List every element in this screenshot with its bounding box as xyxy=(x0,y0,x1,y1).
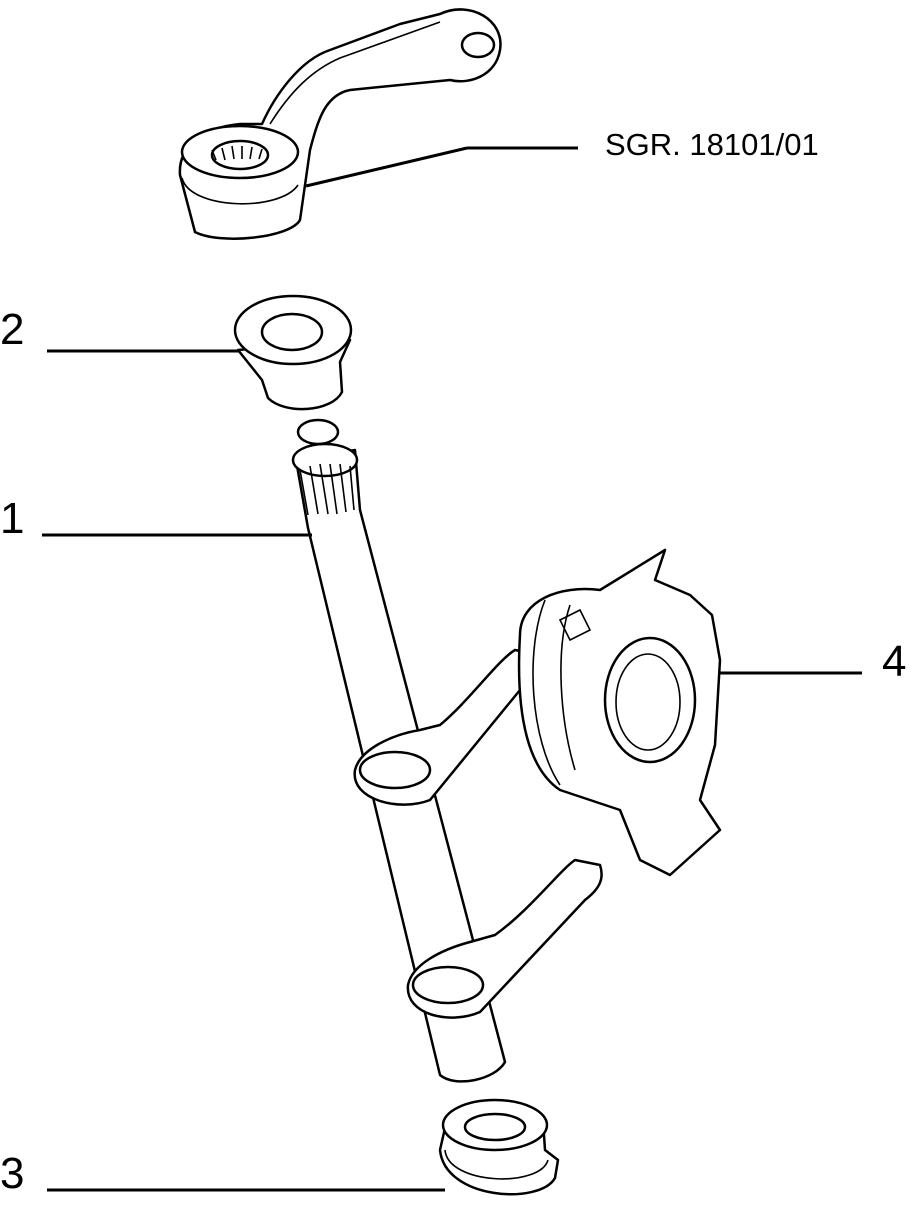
shaft-fork-part xyxy=(291,418,603,1083)
callout-3: 3 xyxy=(0,1149,24,1198)
callout-4: 4 xyxy=(882,637,906,686)
lever-arm-part xyxy=(178,8,502,240)
callout-1: 1 xyxy=(0,494,24,543)
release-bearing-part xyxy=(517,548,722,877)
ref-label: SGR. 18101/01 xyxy=(605,127,819,162)
callout-2: 2 xyxy=(0,305,24,354)
upper-bushing-part xyxy=(233,294,353,411)
leader-line-ref-diag xyxy=(305,146,468,188)
lower-bushing-part xyxy=(438,1098,560,1196)
